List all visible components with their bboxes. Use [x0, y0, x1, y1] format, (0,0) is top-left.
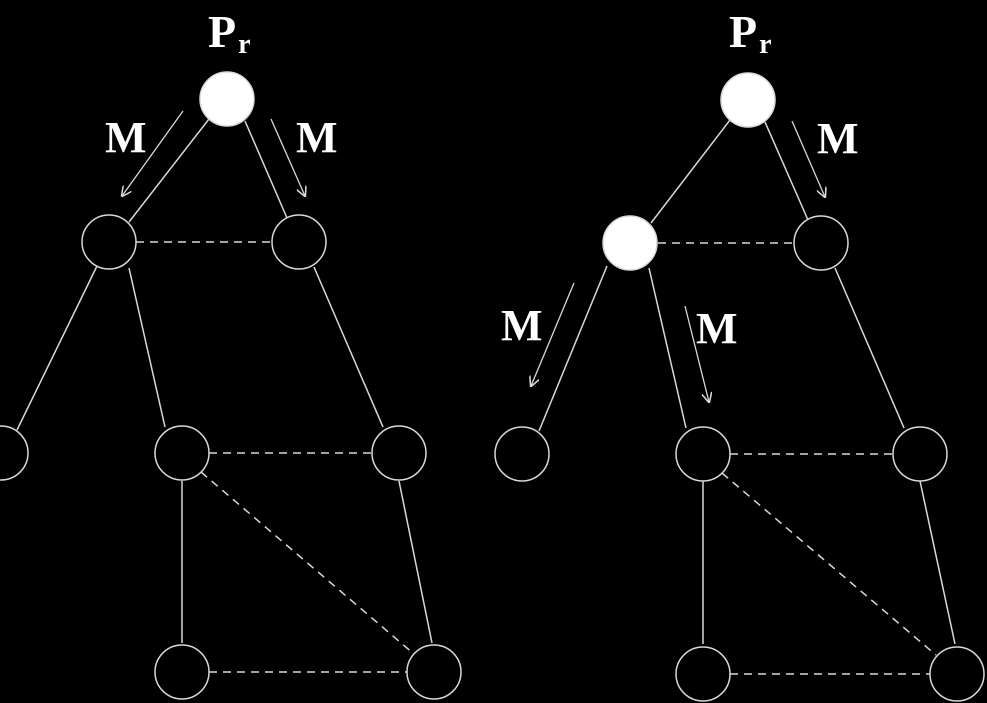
message-label: M [501, 301, 543, 350]
node [892, 426, 948, 482]
message-label: M [105, 113, 147, 162]
left-panel: Pr M M [0, 6, 462, 700]
node [793, 215, 849, 271]
message-label: M [696, 304, 738, 353]
edge [313, 266, 384, 428]
node [406, 644, 462, 700]
message-arrow [684, 305, 709, 402]
node [81, 214, 137, 270]
node [371, 425, 427, 481]
message-label: M [296, 113, 338, 162]
left-dashed-edges [136, 241, 415, 673]
right-panel: Pr M M M [494, 6, 985, 702]
edge [538, 265, 608, 432]
node [675, 426, 731, 482]
root-node [720, 72, 776, 128]
edge [648, 267, 687, 429]
edge [16, 265, 98, 431]
message-arrow [270, 118, 305, 196]
root-label: Pr [729, 6, 772, 60]
message-label: M [817, 114, 859, 163]
edge [764, 121, 809, 221]
message-arrow [791, 120, 825, 197]
node [494, 426, 550, 482]
node [154, 644, 210, 700]
active-node [602, 215, 658, 271]
node [154, 425, 210, 481]
node [271, 214, 327, 270]
edge [398, 480, 433, 644]
right-solid-edges [538, 119, 956, 645]
left-solid-edges [16, 118, 433, 644]
edge [244, 120, 288, 219]
message-arrow [531, 282, 575, 386]
right-message-arrows [531, 120, 825, 402]
edge [834, 267, 905, 429]
edge [128, 118, 210, 223]
node [0, 425, 29, 481]
node [675, 646, 731, 702]
node [929, 646, 985, 702]
edge [650, 119, 731, 224]
root-node [199, 71, 255, 127]
root-label: Pr [208, 6, 251, 60]
edge [128, 267, 166, 428]
right-nodes [494, 72, 985, 702]
message-arrow [122, 110, 184, 196]
dashed-edge [200, 471, 415, 655]
right-dashed-edges [658, 242, 937, 675]
edge [919, 480, 956, 645]
left-nodes [0, 71, 462, 700]
left-message-arrows [122, 110, 305, 196]
dashed-edge [721, 472, 937, 656]
